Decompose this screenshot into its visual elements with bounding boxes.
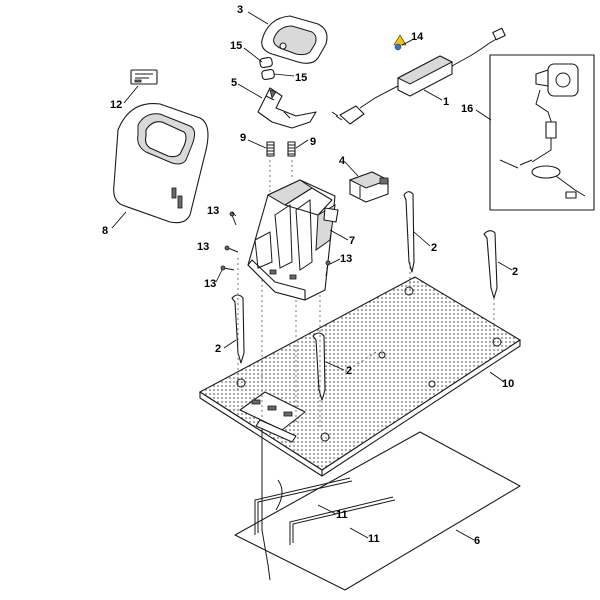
part-2-peg-a — [403, 191, 415, 273]
callout-13d: 13 — [340, 253, 352, 265]
callout-2c: 2 — [215, 343, 221, 355]
part-13-screw-c — [220, 265, 235, 271]
callout-9b: 9 — [310, 136, 316, 148]
callout-16: 16 — [461, 103, 473, 115]
callout-15b: 15 — [295, 72, 307, 84]
callout-labels: 3 14 15 15 12 5 1 16 9 9 4 8 13 7 2 13 1… — [102, 4, 518, 547]
part-1-power-supply — [331, 27, 506, 125]
part-6-sheet — [234, 431, 521, 591]
callout-13c: 13 — [204, 278, 216, 290]
part-13-screw-a — [229, 211, 237, 226]
part-8-cover-hood — [113, 102, 209, 224]
callout-1: 1 — [443, 96, 449, 108]
callout-4: 4 — [339, 155, 346, 167]
callout-2b: 2 — [512, 266, 518, 278]
part-5-bracket — [257, 87, 317, 129]
leader-lines — [111, 11, 513, 541]
part-10-base-plate — [198, 276, 522, 477]
callout-7: 7 — [349, 235, 355, 247]
callout-2a: 2 — [431, 242, 437, 254]
part-2-peg-d — [312, 332, 326, 401]
charging-contacts — [239, 391, 306, 443]
callout-11b: 11 — [368, 533, 380, 545]
part-15-button-b — [261, 68, 275, 81]
part-2-peg-b — [483, 230, 498, 299]
part-3-display-lid — [261, 15, 328, 64]
part-13-screw-d — [325, 260, 331, 277]
callout-13b: 13 — [197, 241, 209, 253]
callout-9a: 9 — [240, 132, 246, 144]
callout-10: 10 — [502, 378, 514, 390]
callout-12: 12 — [110, 99, 122, 111]
part-16-power-adapter-inset — [489, 54, 595, 211]
callout-13a: 13 — [207, 205, 219, 217]
part-15-button-a — [259, 56, 273, 69]
part-4-connector — [348, 171, 390, 203]
alignment-lines — [237, 155, 495, 430]
callout-5: 5 — [231, 77, 237, 89]
callout-15a: 15 — [230, 40, 242, 52]
part-13-screw-b — [224, 245, 239, 253]
callout-3: 3 — [237, 4, 243, 16]
part-11-guide-wires — [254, 430, 396, 581]
part-7-docking-station — [247, 179, 339, 301]
part-9-spring-b — [287, 141, 296, 157]
callout-11a: 11 — [336, 509, 348, 521]
part-12-label-sticker — [130, 69, 158, 85]
callout-8: 8 — [102, 225, 108, 237]
callout-14: 14 — [411, 31, 424, 43]
part-9-spring-a — [266, 141, 275, 157]
part-14-warning-symbol — [393, 34, 407, 51]
callout-2d: 2 — [346, 365, 352, 377]
callout-6: 6 — [474, 535, 480, 547]
